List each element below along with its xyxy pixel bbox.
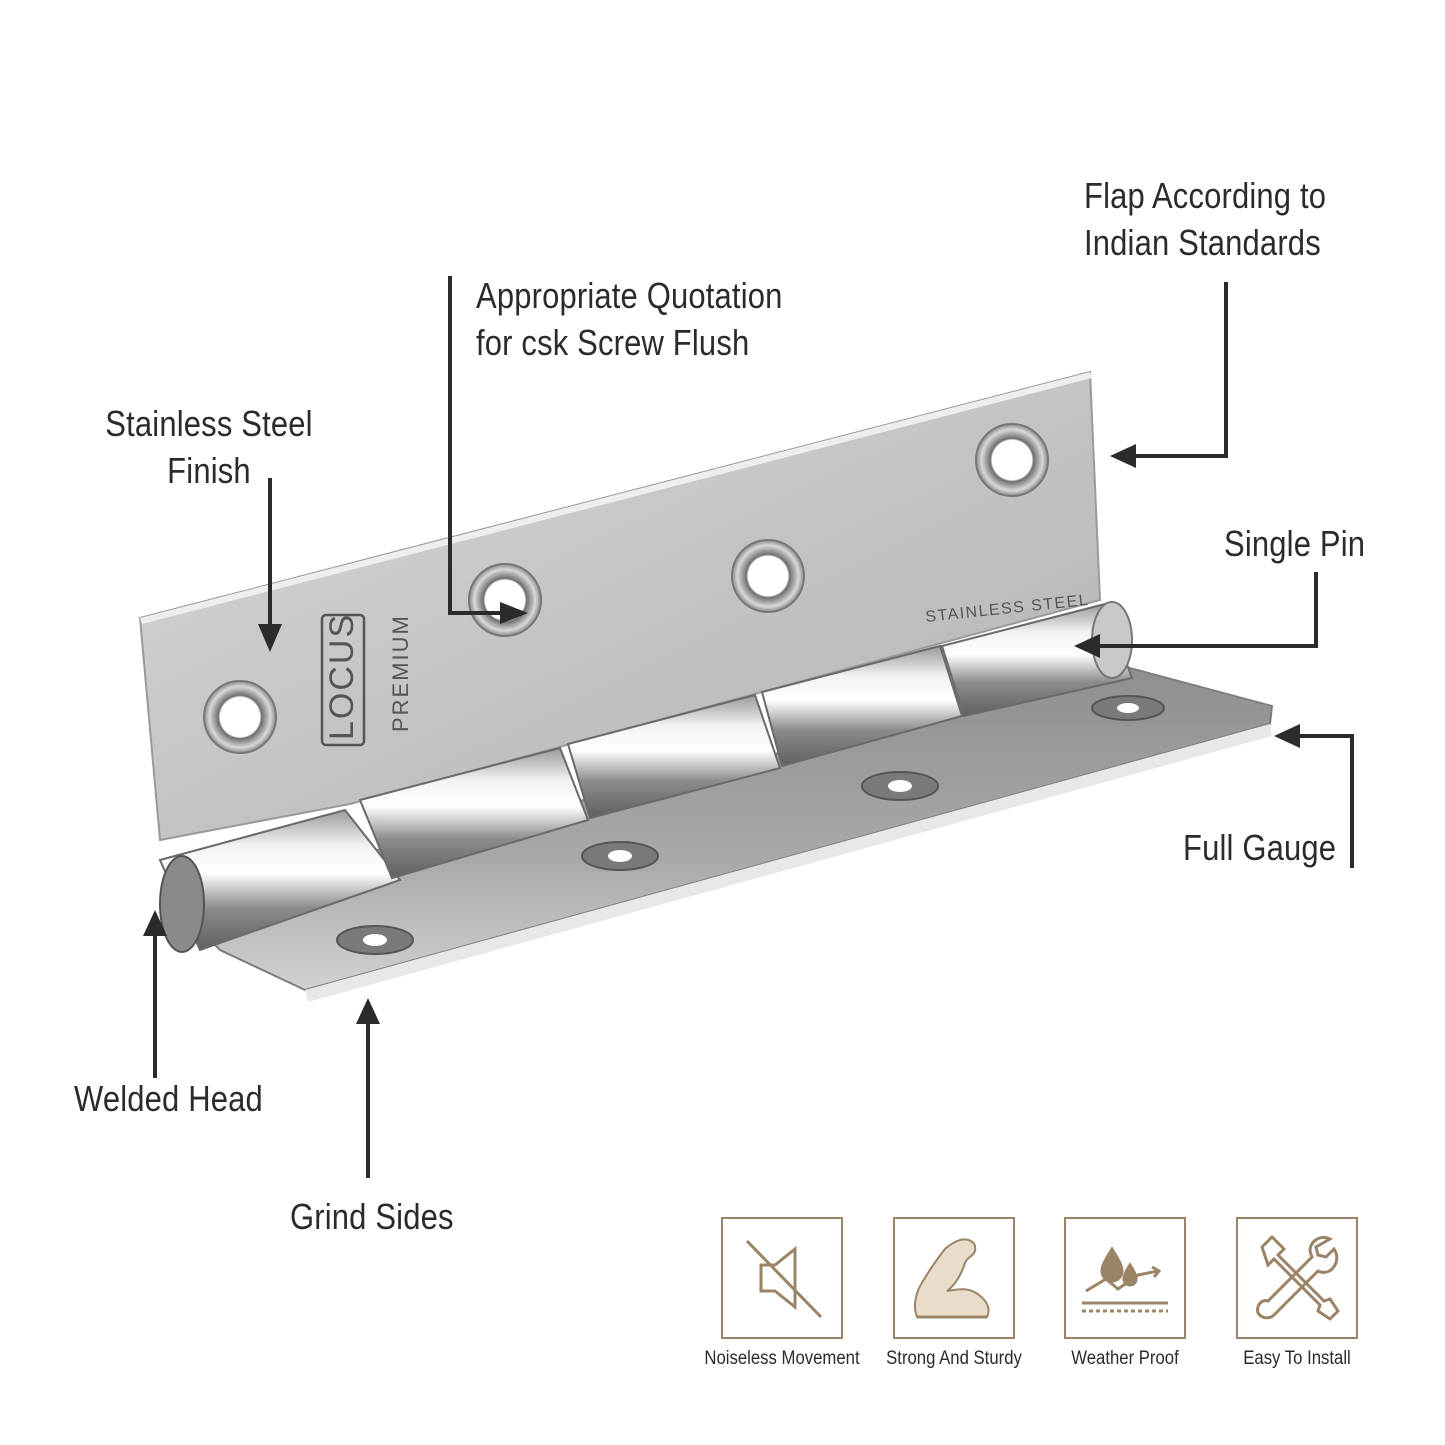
callout-grind-sides: Grind Sides — [290, 1196, 454, 1237]
brand-logo-text: LOCUS — [323, 613, 361, 740]
lower-leaf — [168, 666, 1274, 1002]
arrow-flap-standards — [1128, 282, 1228, 458]
arrow-single-pin — [1092, 572, 1318, 648]
feature-label-weather: Weather Proof — [1071, 1348, 1179, 1369]
callout-stainless-finish: Stainless Steel Finish — [105, 403, 313, 491]
feature-card-weather — [1064, 1217, 1186, 1339]
callout-full-gauge: Full Gauge — [1183, 827, 1337, 868]
feature-card-install — [1236, 1217, 1358, 1339]
callout-arrows — [153, 276, 1354, 1178]
lower-leaf-screw-holes — [336, 695, 1165, 955]
feature-card-strong — [893, 1217, 1015, 1339]
upper-leaf-screw-holes — [203, 423, 1049, 754]
feature-label-noiseless: Noiseless Movement — [704, 1348, 860, 1369]
arrow-full-gauge — [1292, 734, 1354, 868]
callout-welded-head: Welded Head — [74, 1078, 263, 1119]
flexed-arm-icon — [914, 1238, 990, 1319]
water-drop-arrows-icon — [1082, 1246, 1168, 1313]
arrow-csk-screw — [448, 276, 510, 615]
brand-tier-text: PREMIUM — [388, 614, 413, 732]
feature-label-strong: Strong And Sturdy — [886, 1348, 1022, 1369]
feature-label-install: Easy To Install — [1243, 1348, 1351, 1369]
callout-flap-standards: Flap According to Indian Standards — [1084, 175, 1327, 263]
hinge-knuckles — [158, 601, 1134, 953]
callout-single-pin: Single Pin — [1224, 523, 1366, 564]
feature-card-noiseless — [721, 1217, 843, 1339]
speaker-muted-icon — [745, 1239, 823, 1319]
callout-arrowheads — [143, 444, 1300, 1024]
callout-csk-screw: Appropriate Quotation for csk Screw Flus… — [476, 275, 783, 363]
screwdriver-wrench-icon — [1256, 1234, 1340, 1321]
